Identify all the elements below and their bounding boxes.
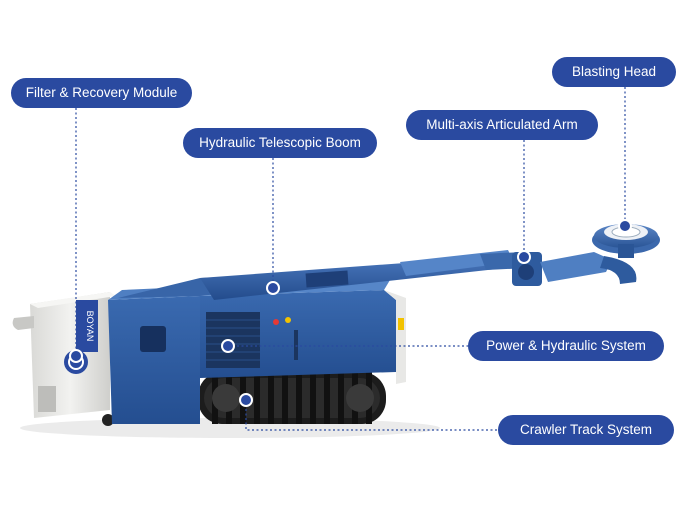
label-power-hydraulic-system: Power & Hydraulic System — [468, 331, 664, 361]
machine-branding: BOYAN — [85, 311, 95, 342]
label-filter-recovery-module: Filter & Recovery Module — [11, 78, 192, 108]
marker-telescopic-boom — [266, 281, 280, 295]
label-blasting-head: Blasting Head — [552, 57, 676, 87]
marker-power-hydraulic — [221, 339, 235, 353]
label-multi-axis-articulated-arm: Multi-axis Articulated Arm — [406, 110, 598, 140]
label-hydraulic-telescopic-boom: Hydraulic Telescopic Boom — [183, 128, 377, 158]
crawler-track — [198, 372, 386, 424]
leader-lines — [75, 87, 626, 431]
callout-markers — [69, 219, 632, 407]
blasting-head — [592, 224, 660, 258]
marker-articulated-arm — [517, 250, 531, 264]
label-crawler-track-system: Crawler Track System — [498, 415, 674, 445]
machine-body — [108, 280, 406, 424]
marker-blasting-head — [618, 219, 632, 233]
marker-crawler-track — [239, 393, 253, 407]
filter-recovery-module: BOYAN — [12, 292, 116, 426]
marker-filter-recovery — [69, 349, 83, 363]
